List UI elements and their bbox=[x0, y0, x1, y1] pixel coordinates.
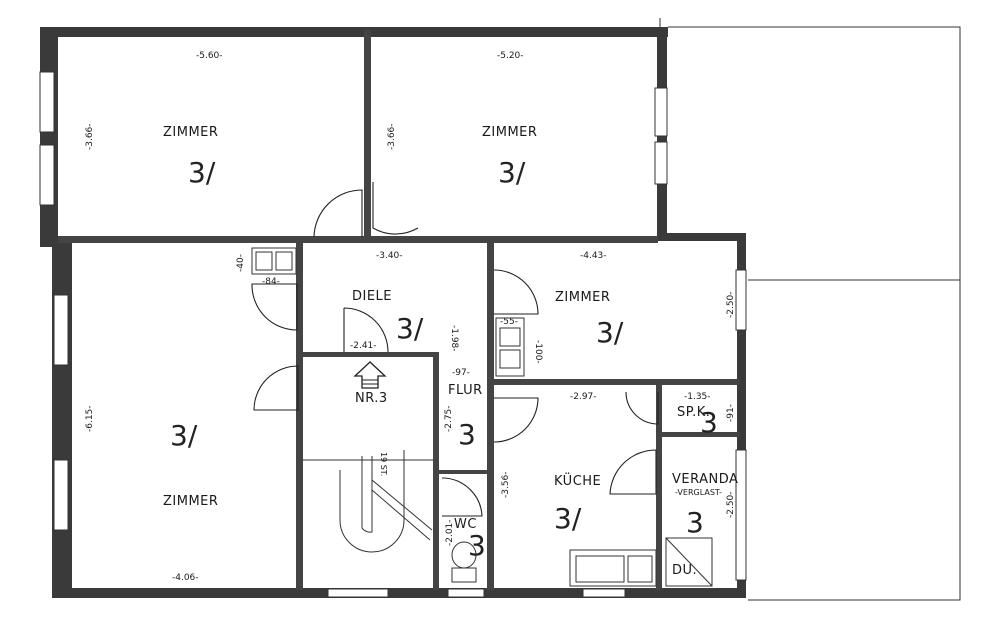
window bbox=[53, 294, 69, 366]
window bbox=[735, 269, 747, 331]
door bbox=[493, 397, 539, 443]
window bbox=[327, 588, 389, 598]
room-label: ZIMMER bbox=[555, 290, 610, 305]
handwritten-mark: 3/ bbox=[396, 312, 424, 345]
room-label: DIELE bbox=[352, 289, 392, 304]
shower bbox=[665, 537, 713, 587]
room-label: WC bbox=[454, 517, 477, 532]
handwritten-mark: 3 bbox=[458, 418, 476, 451]
window bbox=[654, 87, 668, 137]
kitchen-counter bbox=[569, 549, 657, 587]
window bbox=[39, 144, 55, 206]
door bbox=[253, 365, 299, 411]
handwritten-marks: 3/ 3/ 3/ 3/ 3/ 3 3/ 3 3 3 bbox=[170, 156, 718, 562]
window bbox=[654, 141, 668, 185]
windows bbox=[39, 71, 747, 598]
dimension: -91- bbox=[726, 404, 736, 422]
room-label: VERANDA bbox=[672, 472, 738, 487]
stair-count: 19 ST. bbox=[379, 452, 388, 476]
door bbox=[609, 449, 657, 495]
dimension: -55- bbox=[500, 317, 518, 327]
dimension: -3.66- bbox=[85, 123, 95, 150]
room-label: SP.K. bbox=[677, 405, 710, 420]
toilet bbox=[451, 541, 477, 583]
interior-walls bbox=[58, 30, 740, 590]
handwritten-mark: 3/ bbox=[170, 419, 198, 452]
room-label: ZIMMER bbox=[163, 494, 218, 509]
dimension: -2.50- bbox=[726, 491, 736, 518]
window bbox=[39, 71, 55, 133]
dimension: -5.20- bbox=[497, 51, 524, 61]
dimension: -2.50- bbox=[726, 291, 736, 318]
dimension: -97- bbox=[452, 368, 470, 378]
niche bbox=[251, 247, 297, 275]
dimension: -2.41- bbox=[350, 341, 377, 351]
handwritten-mark: 3/ bbox=[188, 156, 216, 189]
exterior-walls bbox=[40, 27, 746, 598]
handwritten-mark: 3/ bbox=[596, 316, 624, 349]
dimension: -84- bbox=[262, 277, 280, 287]
room-label: ZIMMER bbox=[482, 125, 537, 140]
room-labels: ZIMMER ZIMMER ZIMMER ZIMMER DIELE FLUR K… bbox=[163, 125, 738, 578]
dimension: -2.97- bbox=[570, 392, 597, 402]
dimension: -3.56- bbox=[501, 471, 511, 498]
dimension: -100- bbox=[533, 340, 543, 364]
room-label: KÜCHE bbox=[554, 472, 601, 489]
room-label: ZIMMER bbox=[163, 125, 218, 140]
dimension: -4.43- bbox=[580, 251, 607, 261]
dimension: -6.15- bbox=[85, 405, 95, 432]
room-label: FLUR bbox=[448, 383, 483, 398]
dimension: -3.40- bbox=[376, 251, 403, 261]
apartment-arrow-icon bbox=[353, 361, 387, 389]
doors bbox=[251, 182, 659, 517]
dimension: -4.06- bbox=[172, 573, 199, 583]
window bbox=[735, 449, 747, 581]
window bbox=[53, 459, 69, 531]
door bbox=[493, 269, 539, 315]
dimension: -2.01- bbox=[445, 519, 455, 546]
dimensions: -5.60- -5.20- -3.66- -3.66- -3.40- -4.43… bbox=[85, 51, 736, 583]
room-label: DU. bbox=[672, 563, 697, 578]
fixtures bbox=[251, 247, 713, 587]
handwritten-mark: 3/ bbox=[498, 156, 526, 189]
neighbour-outline bbox=[659, 18, 961, 601]
chimney bbox=[495, 317, 525, 377]
dimension: -40- bbox=[236, 254, 246, 272]
door bbox=[372, 182, 419, 235]
window bbox=[582, 588, 626, 598]
dimension: -1.98- bbox=[449, 325, 459, 352]
dimension: -2.75- bbox=[444, 405, 454, 432]
door bbox=[251, 283, 298, 331]
handwritten-mark: 3 bbox=[700, 406, 718, 439]
handwritten-mark: 3 bbox=[468, 529, 486, 562]
door bbox=[343, 307, 389, 353]
room-sublabel: -VERGLAST- bbox=[675, 488, 722, 497]
handwritten-mark: 3 bbox=[686, 506, 704, 539]
door bbox=[313, 189, 363, 238]
dimension: -3.66- bbox=[387, 123, 397, 150]
door bbox=[625, 391, 659, 425]
handwritten-mark: 3/ bbox=[554, 502, 582, 535]
door bbox=[441, 477, 483, 517]
dimension: -1.35- bbox=[684, 392, 711, 402]
apartment-number: NR.3 bbox=[355, 391, 388, 406]
window bbox=[447, 588, 485, 598]
stairs bbox=[303, 450, 433, 553]
dimension: -5.60- bbox=[196, 51, 223, 61]
